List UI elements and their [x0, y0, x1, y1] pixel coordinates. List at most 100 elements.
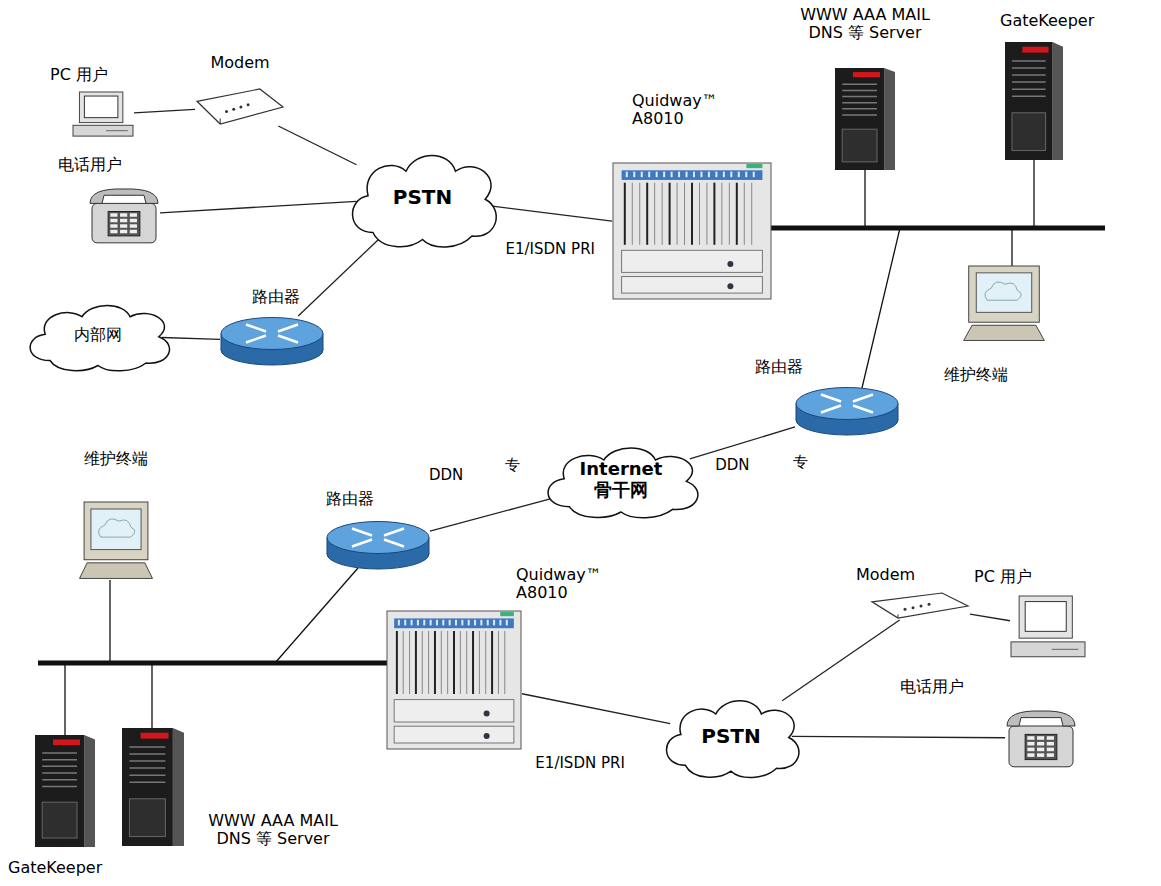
access-server-icon-art: [387, 611, 521, 749]
link-label: E1/ISDN PRI: [504, 240, 597, 258]
network-cloud-art: [667, 701, 799, 778]
pc-user-icon-shape: [1010, 596, 1086, 658]
device-label: 维护终端: [944, 366, 1054, 384]
device-label: 路由器: [326, 490, 406, 508]
modem-icon-shape: [870, 592, 970, 620]
router-icon-shape: [220, 316, 324, 366]
server-icon: WWW AAA MAIL DNS 等 Server: [122, 728, 184, 846]
maintenance-terminal-icon-shape: [78, 502, 154, 580]
server-icon-shape: [1005, 42, 1063, 160]
device-label: 路由器: [755, 358, 835, 376]
bus-drop: [151, 663, 152, 728]
modem-icon-shape: [195, 88, 285, 126]
telephone-icon-art: [90, 189, 158, 243]
server-icon: GateKeeper: [35, 735, 95, 847]
telephone-icon: 电话用户: [1005, 708, 1077, 768]
device-label: WWW AAA MAIL DNS 等 Server: [198, 812, 348, 849]
server-icon-shape: [35, 735, 95, 847]
network-cloud-art: [353, 156, 497, 247]
cloud-label: Internet 骨干网: [571, 459, 671, 500]
maintenance-terminal-icon-art: [964, 266, 1045, 340]
router-icon: 路由器: [795, 386, 899, 436]
access-server-icon-shape: [386, 610, 522, 750]
network-cloud: PSTN: [655, 692, 807, 780]
access-server-icon-shape: [612, 162, 772, 300]
router-icon-art: [221, 318, 323, 366]
link-line: [522, 694, 670, 724]
device-label: 路由器: [252, 288, 332, 306]
ethernet-bus: [765, 226, 1105, 231]
device-label: Quidway™ A8010: [516, 566, 626, 603]
server-icon-art: [1005, 42, 1063, 160]
link-line: [690, 427, 795, 459]
telephone-icon: 电话用户: [88, 186, 160, 244]
link-label: E1/ISDN PRI: [533, 754, 626, 772]
server-icon: GateKeeper: [1005, 42, 1063, 160]
device-label: GateKeeper: [8, 859, 118, 877]
network-cloud-shape: [655, 692, 807, 780]
pc-user-icon: PC 用户: [1010, 596, 1086, 658]
network-cloud-shape: [340, 145, 505, 250]
cloud-label: PSTN: [701, 725, 760, 748]
server-icon-art: [122, 728, 184, 846]
bus-drop: [64, 663, 65, 735]
server-icon-art: [35, 735, 95, 847]
pc-user-icon-shape: [72, 92, 134, 137]
note-label: 专: [503, 456, 522, 474]
bus-drop: [109, 580, 110, 663]
link-line: [278, 126, 356, 165]
link-line: [782, 620, 899, 701]
pc-user-icon-art: [73, 92, 133, 136]
link-label: DDN: [427, 466, 465, 484]
router-icon-art: [796, 388, 898, 436]
bus-drop: [864, 170, 865, 228]
bus-drop: [1011, 228, 1012, 266]
link-line: [970, 614, 1010, 621]
network-cloud: PSTN: [340, 145, 505, 250]
device-label: PC 用户: [50, 66, 130, 84]
maintenance-terminal-icon-shape: [962, 266, 1046, 342]
modem-icon-art: [872, 593, 968, 618]
telephone-icon-shape: [88, 186, 160, 244]
router-icon-art: [327, 522, 429, 570]
network-cloud-shape: [535, 440, 707, 520]
link-line: [430, 498, 552, 531]
link-line: [298, 240, 378, 317]
modem-icon-art: [197, 89, 283, 124]
telephone-icon-art: [1007, 711, 1075, 767]
server-icon-shape: [835, 68, 895, 170]
maintenance-terminal-icon: 维护终端: [962, 266, 1046, 342]
device-label: 电话用户: [58, 156, 158, 174]
access-server-icon: Quidway™ A8010: [386, 610, 522, 750]
note-label: 专: [791, 453, 810, 471]
maintenance-terminal-icon: 维护终端: [78, 502, 154, 580]
link-line: [162, 338, 220, 340]
device-label: GateKeeper: [1000, 12, 1110, 30]
link-line: [134, 109, 195, 112]
router-icon: 路由器: [326, 520, 430, 570]
cloud-label: PSTN: [393, 186, 452, 209]
router-icon-shape: [326, 520, 430, 570]
bus-drop: [1033, 160, 1034, 228]
bus-drop: [862, 228, 900, 388]
link-line: [792, 736, 1005, 737]
device-label: WWW AAA MAIL DNS 等 Server: [790, 6, 940, 43]
maintenance-terminal-icon-art: [80, 502, 153, 578]
access-server-icon: Quidway™ A8010: [612, 162, 772, 300]
router-icon-shape: [795, 386, 899, 436]
pc-user-icon: PC 用户: [72, 92, 134, 137]
device-label: PC 用户: [974, 568, 1054, 586]
network-cloud-art: [30, 306, 169, 371]
link-line: [160, 201, 357, 213]
router-icon: 路由器: [220, 316, 324, 366]
network-cloud: Internet 骨干网: [535, 440, 707, 520]
modem-icon: Modem: [870, 592, 970, 620]
network-cloud-art: [548, 448, 698, 518]
server-icon: WWW AAA MAIL DNS 等 Server: [835, 68, 895, 170]
server-icon-art: [835, 68, 895, 170]
network-cloud-shape: [18, 298, 178, 373]
